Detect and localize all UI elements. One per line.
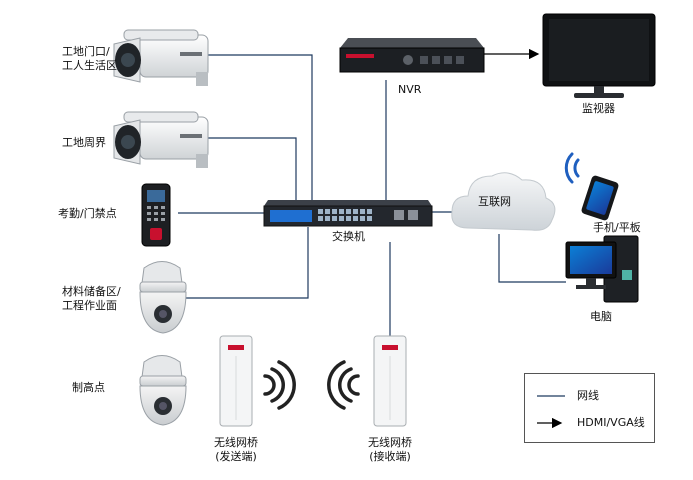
wireless-bridge-send bbox=[219, 335, 253, 427]
attendance-terminal bbox=[141, 183, 171, 247]
desktop-computer bbox=[565, 235, 639, 303]
dome-camera-materials bbox=[139, 261, 187, 334]
legend: 网线 HDMI/VGA线 bbox=[524, 373, 655, 443]
legend-swatches bbox=[537, 395, 565, 429]
legend-network-label: 网线 bbox=[577, 389, 599, 402]
wifi-signal-receive-icon bbox=[327, 360, 360, 410]
cable-camera-perimeter bbox=[208, 137, 297, 200]
monitor-display bbox=[542, 13, 656, 98]
bullet-camera-perimeter bbox=[113, 111, 209, 168]
legend-hdmi-label: HDMI/VGA线 bbox=[577, 416, 645, 429]
label-bridge-send: 无线网桥 (发送端) bbox=[214, 436, 258, 463]
cable-camera-entrance bbox=[208, 54, 313, 200]
wifi-broadcast-icon bbox=[564, 152, 580, 184]
cable-dome-materials bbox=[186, 227, 309, 299]
label-pc: 电脑 bbox=[590, 310, 612, 323]
label-switch: 交换机 bbox=[332, 230, 365, 243]
label-nvr: NVR bbox=[398, 83, 422, 96]
smartphone bbox=[581, 175, 619, 221]
label-dome-materials: 材料储备区/ 工程作业面 bbox=[62, 285, 121, 312]
label-attendance: 考勤/门禁点 bbox=[58, 207, 117, 220]
label-bridge-receive: 无线网桥 (接收端) bbox=[368, 436, 412, 463]
label-camera-perimeter: 工地周界 bbox=[62, 136, 106, 149]
label-monitor: 监视器 bbox=[582, 102, 615, 115]
wifi-signal-send-icon bbox=[263, 360, 296, 410]
bullet-camera-entrance bbox=[113, 29, 209, 86]
label-camera-entrance: 工地门口/ 工人生活区 bbox=[62, 45, 117, 73]
wireless-bridge-receive bbox=[373, 335, 407, 427]
label-camera-entrance-text: 工地门口/ 工人生活区 bbox=[62, 45, 117, 72]
label-internet: 互联网 bbox=[478, 195, 511, 208]
label-dome-high: 制高点 bbox=[72, 381, 105, 394]
network-cables bbox=[178, 54, 566, 336]
dome-camera-high bbox=[139, 355, 187, 426]
internet-cloud bbox=[451, 172, 556, 231]
nvr-recorder bbox=[339, 38, 485, 73]
network-switch bbox=[263, 200, 433, 227]
cable-internet-pc bbox=[498, 234, 566, 283]
label-phone: 手机/平板 bbox=[593, 221, 641, 234]
